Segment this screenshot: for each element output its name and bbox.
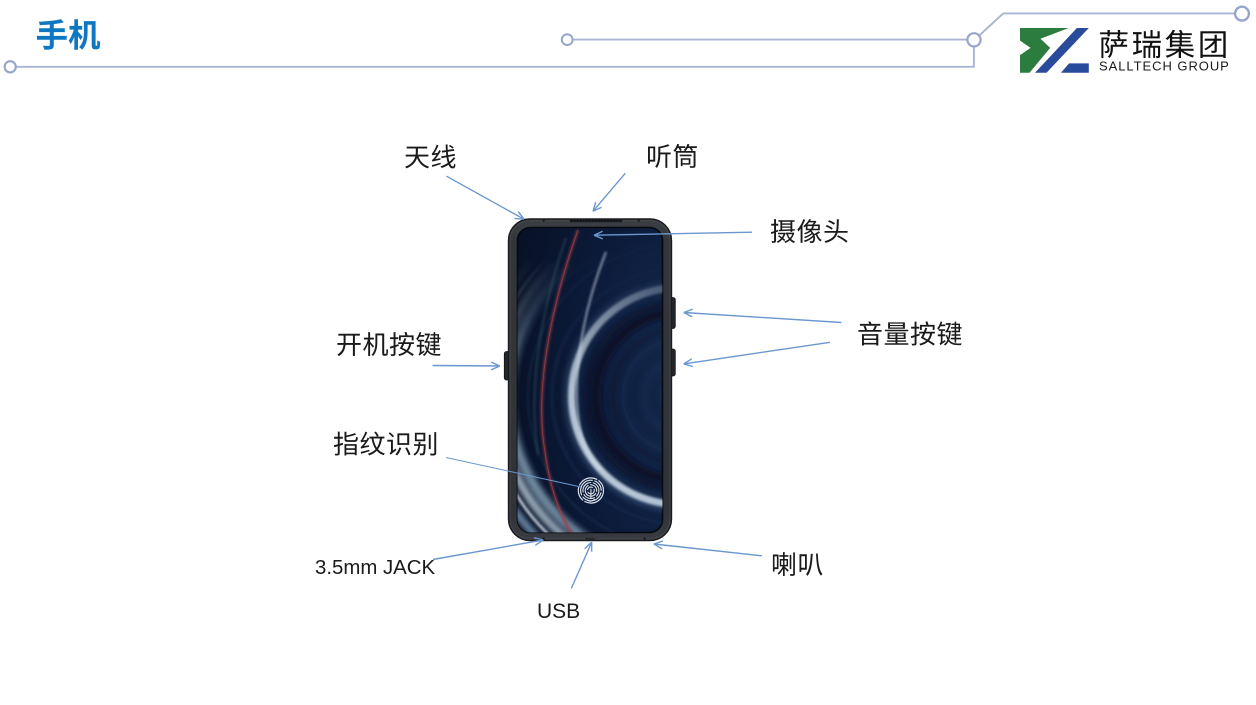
svg-text:3.5mm JACK: 3.5mm JACK xyxy=(315,557,436,579)
svg-text:SALLTECH GROUP: SALLTECH GROUP xyxy=(1099,59,1230,74)
svg-text:USB: USB xyxy=(537,600,580,623)
